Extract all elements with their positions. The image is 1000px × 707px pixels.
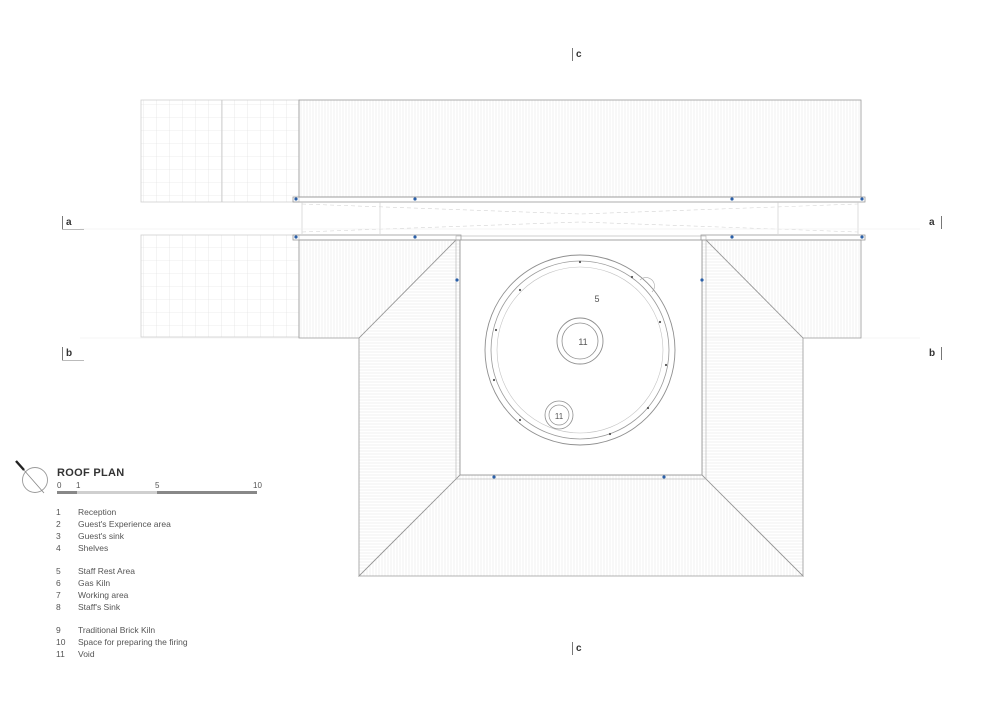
room-label-void-large: 11 (578, 337, 587, 347)
section-marker-c-top: c (572, 48, 582, 61)
upper-pergola-grid (140, 99, 300, 203)
scale-tick-1: 1 (76, 481, 81, 490)
upper-roof (292, 99, 866, 203)
north-arrow-icon (15, 460, 48, 494)
scale-segment-2 (77, 491, 157, 494)
scale-segment-1 (57, 491, 77, 494)
scale-bar: 0 1 5 10 (57, 481, 262, 501)
section-marker-b-right: b (929, 347, 942, 360)
scale-tick-10: 10 (253, 481, 262, 490)
scale-tick-0: 0 (57, 481, 62, 490)
section-marker-a-left: a (62, 216, 84, 230)
ring-dots (492, 260, 668, 436)
room-label-void-small: 11 (555, 412, 564, 421)
scale-segment-3 (157, 491, 257, 494)
scale-tick-5: 5 (155, 481, 160, 490)
column-markers (294, 197, 864, 479)
section-marker-a-right: a (929, 216, 942, 229)
lower-roof (292, 234, 866, 577)
section-marker-b-left: b (62, 347, 84, 361)
section-marker-c-bottom: c (572, 642, 582, 655)
legend-title: ROOF PLAN (57, 467, 125, 479)
room-label-staff-rest: 5 (594, 294, 599, 304)
lower-pergola-grid (140, 234, 300, 338)
